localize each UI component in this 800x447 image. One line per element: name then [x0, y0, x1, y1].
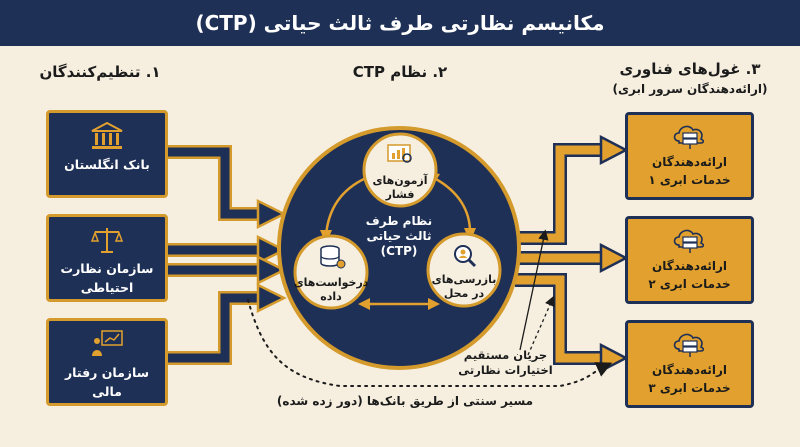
node-stress-test-label: آزمون‌های فشار	[372, 174, 428, 201]
node-data-requests-circle	[293, 234, 369, 310]
provider-arrow-1	[515, 134, 629, 245]
regulator-label: بانک انگلستان	[64, 157, 150, 172]
provider-box-3: ارائه‌دهندگان خدمات ابری ۳	[625, 320, 754, 408]
regulator-arrow-3	[168, 282, 287, 365]
regulator-box-pra: سازمان نظارت احتیاطی	[46, 214, 168, 302]
ctp-cycle-arrows	[320, 172, 476, 310]
provider-label: ارائه‌دهندگان خدمات ابری ۳	[648, 363, 731, 395]
header-providers: ۳. غول‌های فناوری	[619, 60, 761, 78]
direct-flow-annotation: جریان مستقیم اختیارات نظارتی	[458, 348, 553, 377]
scales-icon	[90, 228, 124, 253]
regulator-label: سازمان رفتار مالی	[64, 365, 149, 399]
provider-box-1: ارائه‌دهندگان خدمات ابری ۱	[625, 112, 754, 200]
ctp-center-label: نظام طرف ثالث حیاتی (CTP)	[365, 214, 433, 258]
regulator-box-fca: سازمان رفتار مالی	[46, 318, 168, 406]
cloud-server-icon	[673, 125, 704, 149]
cloud-server-icon	[673, 229, 704, 253]
regulator-label: سازمان نظارت احتیاطی	[60, 261, 154, 295]
provider-arrow-2	[515, 242, 629, 274]
bank-icon	[91, 121, 123, 149]
bypass-path-annotation: مسیر سنتی از طریق بانک‌ها (دور زده شده)	[276, 394, 534, 408]
direct-flow-pointer-1	[519, 229, 549, 351]
magnifier-person-icon	[454, 245, 477, 268]
regulator-box-bank-of-england: بانک انگلستان	[46, 110, 168, 198]
provider-label: ارائه‌دهندگان خدمات ابری ۱	[648, 155, 731, 187]
database-gear-icon	[320, 245, 346, 269]
node-onsite-label: بازرسی‌های در محل	[431, 273, 497, 300]
node-onsite-circle	[426, 232, 502, 308]
cloud-server-icon	[673, 333, 704, 357]
page-title: مکانیسم نظارتی طرف ثالث حیاتی (CTP)	[0, 0, 800, 46]
provider-box-2: ارائه‌دهندگان خدمات ابری ۲	[625, 216, 754, 304]
presenter-chart-icon	[92, 330, 123, 356]
header-providers-subtitle: (ارائه‌دهندگان سرور ابری)	[612, 82, 768, 96]
header-ctp: ۲. نظام CTP	[352, 63, 448, 81]
node-stress-test-circle	[362, 132, 438, 208]
bypass-path-line	[247, 299, 613, 387]
provider-label: ارائه‌دهندگان خدمات ابری ۲	[648, 259, 731, 291]
regulator-arrow-1	[168, 145, 287, 230]
node-data-requests-label: درخواست‌های داده	[293, 276, 369, 303]
stress-test-chart-icon	[387, 144, 412, 163]
header-regulators: ۱. تنظیم‌کنندگان	[39, 63, 161, 81]
direct-flow-pointer-2	[527, 295, 555, 356]
regulator-arrow-2	[168, 234, 287, 286]
